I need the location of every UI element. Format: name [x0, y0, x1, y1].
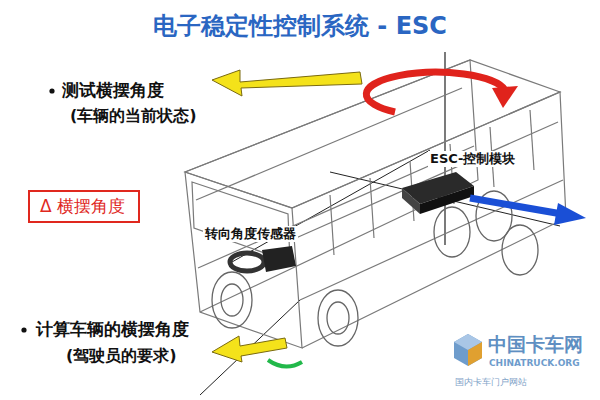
steering-angle-sensor: [230, 246, 296, 272]
box-text: Δ 横摆角度: [40, 196, 128, 216]
sensor-name: 转向角度传感器: [203, 226, 298, 242]
vertical-axis: [444, 52, 445, 245]
measured-yaw-note: (车辆的当前状态): [70, 106, 197, 125]
blue-arrowhead: [554, 203, 586, 225]
delta-yaw-box: Δ 横摆角度: [28, 190, 140, 223]
longitudinal-axis: [330, 172, 560, 226]
yaw-arrowhead: [492, 86, 518, 108]
wheels: [212, 191, 538, 346]
requested-yaw-arrow: [212, 336, 287, 362]
bullet: [21, 327, 26, 332]
blue-arrow: [470, 198, 562, 214]
measured-yaw-arrow: [212, 70, 362, 96]
watermark: CHINATRUCK.ORG: [489, 358, 580, 369]
requested-yaw-note: (驾驶员的要求): [66, 346, 177, 365]
lateral-axis: [232, 150, 430, 262]
steering-arc: [268, 360, 302, 367]
title: 电子稳定性控制系统 - ESC: [0, 12, 600, 41]
watermark: 中国卡车网: [488, 333, 583, 356]
bus-body: [185, 60, 566, 348]
measured-yaw-heading: 测试横摆角度: [62, 80, 164, 100]
yaw-rotation-arrow: [366, 72, 505, 112]
bullet: [49, 88, 54, 93]
module-name: ESC-控制模块: [428, 151, 517, 167]
watermark-logo: [454, 334, 482, 366]
watermark: 国内卡车门户网站: [455, 377, 527, 388]
requested-yaw-heading: 计算车辆的横摆角度: [36, 319, 189, 339]
esc-module: [402, 172, 474, 214]
